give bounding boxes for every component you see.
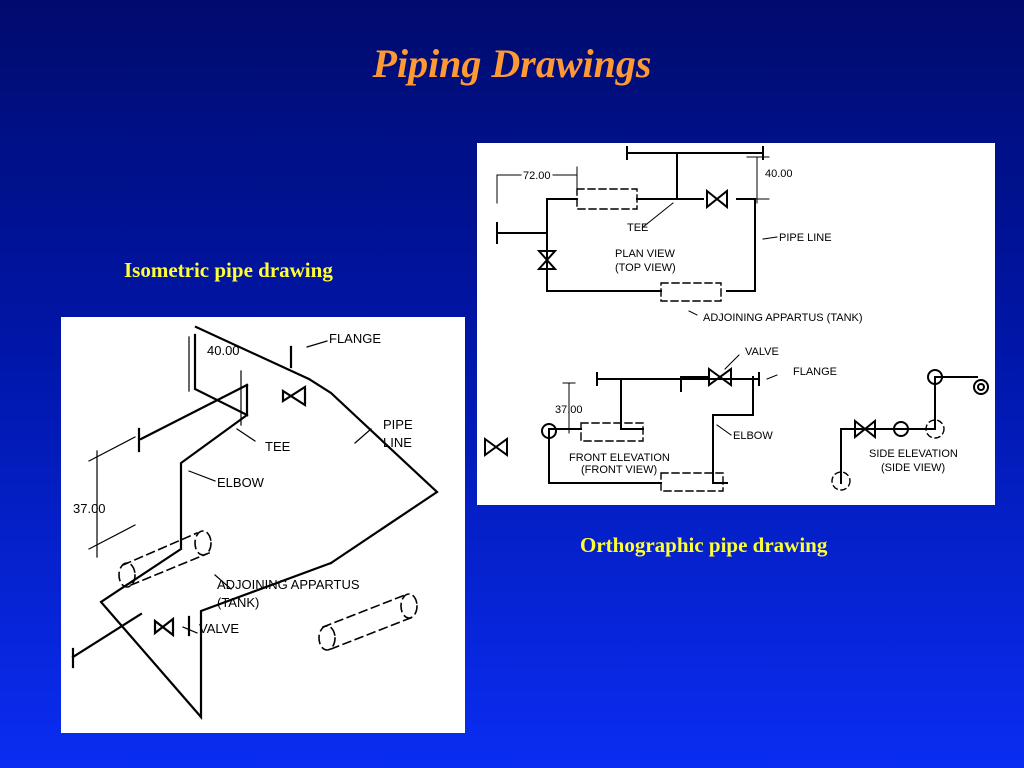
- orthographic-diagram: 72.00 40.00 TEE PLAN VIEW (TOP VIEW) PIP…: [484, 146, 989, 492]
- side-flange-icon: [973, 379, 989, 395]
- dim-40: 40.00: [207, 343, 240, 358]
- dim-72: 72.00: [523, 170, 551, 182]
- plan-valve-icon: [706, 188, 728, 210]
- flange-marks: [71, 345, 293, 669]
- front-elevation: [484, 354, 778, 492]
- front-view-label: (FRONT VIEW): [581, 464, 657, 476]
- tank-label: (TANK): [217, 595, 259, 610]
- side-tank-icons: [831, 419, 945, 491]
- elbow-label-ortho: ELBOW: [733, 430, 773, 442]
- top-view-label: (TOP VIEW): [615, 262, 676, 274]
- upper-tank-icon: [118, 530, 212, 588]
- slide-title: Piping Drawings: [372, 41, 652, 86]
- elbow-pipe: [179, 413, 249, 549]
- plan-dimension-lines: [496, 156, 770, 204]
- side-pipes: [840, 376, 978, 484]
- dim-40-ortho: 40.00: [765, 168, 793, 180]
- adjoining-tank-label: ADJOINING APPARTUS (TANK): [703, 312, 863, 324]
- top-pipe-run: [194, 325, 311, 381]
- plan-vertical-valve-icon: [536, 250, 558, 270]
- side-elevation-label: SIDE ELEVATION: [869, 448, 958, 460]
- side-valve-icon: [854, 418, 876, 440]
- dim-37-ortho: 37.00: [555, 404, 583, 416]
- front-left-run: [548, 378, 644, 430]
- dim-37: 37.00: [73, 501, 106, 516]
- flange-pipe-left: [139, 383, 249, 441]
- side-elevation: [831, 369, 989, 491]
- lower-valve-icon: [153, 616, 175, 638]
- orthographic-drawing: 72.00 40.00 TEE PLAN VIEW (TOP VIEW) PIP…: [477, 143, 995, 505]
- flange-label-ortho: FLANGE: [793, 366, 837, 378]
- plan-tank-icons: [576, 188, 722, 302]
- front-valve-icon: [708, 367, 732, 387]
- pipe-label: PIPE: [383, 417, 413, 432]
- lower-pipe-loop: [99, 547, 333, 720]
- front-elbow-icon: [541, 423, 557, 439]
- front-left-valve-icon: [484, 437, 508, 457]
- label-leaders: [182, 340, 372, 634]
- front-tank-icons: [580, 422, 724, 492]
- front-elevation-label: FRONT ELEVATION: [569, 452, 670, 464]
- plan-view: [496, 146, 778, 316]
- front-right-run: [680, 376, 754, 484]
- side-elbow-icon: [893, 421, 909, 437]
- flange-label: FLANGE: [329, 331, 381, 346]
- orthographic-caption: Orthographic pipe drawing: [580, 533, 828, 557]
- lower-left-pipe: [71, 612, 143, 659]
- plan-leaders: [642, 202, 778, 316]
- plan-view-label: PLAN VIEW: [615, 248, 676, 260]
- isometric-caption: Isometric pipe drawing: [124, 258, 333, 282]
- plan-tee-label: TEE: [627, 222, 648, 234]
- elbow-label: ELBOW: [217, 475, 265, 490]
- line-label: LINE: [383, 435, 412, 450]
- lower-tank-icon: [318, 593, 418, 651]
- front-dimension-lines: [562, 382, 576, 434]
- right-pipe-run: [307, 377, 439, 565]
- adjoining-label: ADJOINING APPARTUS: [217, 577, 360, 592]
- tee-label: TEE: [265, 439, 291, 454]
- isometric-diagram: 40.00 37.00 FLANGE PIPE LINE TEE ELBOW A…: [71, 325, 439, 720]
- valve-label: VALVE: [199, 621, 239, 636]
- side-flange-inner-icon: [977, 383, 985, 391]
- isometric-drawing: 40.00 37.00 FLANGE PIPE LINE TEE ELBOW A…: [61, 317, 465, 733]
- pipe-line-label: PIPE LINE: [779, 232, 832, 244]
- plan-left-stub: [496, 222, 548, 244]
- upper-valve-icon: [281, 384, 307, 408]
- plan-top-pipe: [626, 146, 764, 160]
- side-dimension-lines: [88, 436, 136, 558]
- valve-label-ortho: VALVE: [745, 346, 779, 358]
- top-dimension-extension: [188, 336, 242, 426]
- front-leaders: [716, 354, 778, 436]
- plan-loop: [546, 198, 756, 292]
- side-top-elbow-icon: [927, 369, 943, 385]
- front-bottom-run: [548, 428, 662, 484]
- tee-branch: [193, 333, 249, 417]
- side-view-label: (SIDE VIEW): [881, 462, 945, 474]
